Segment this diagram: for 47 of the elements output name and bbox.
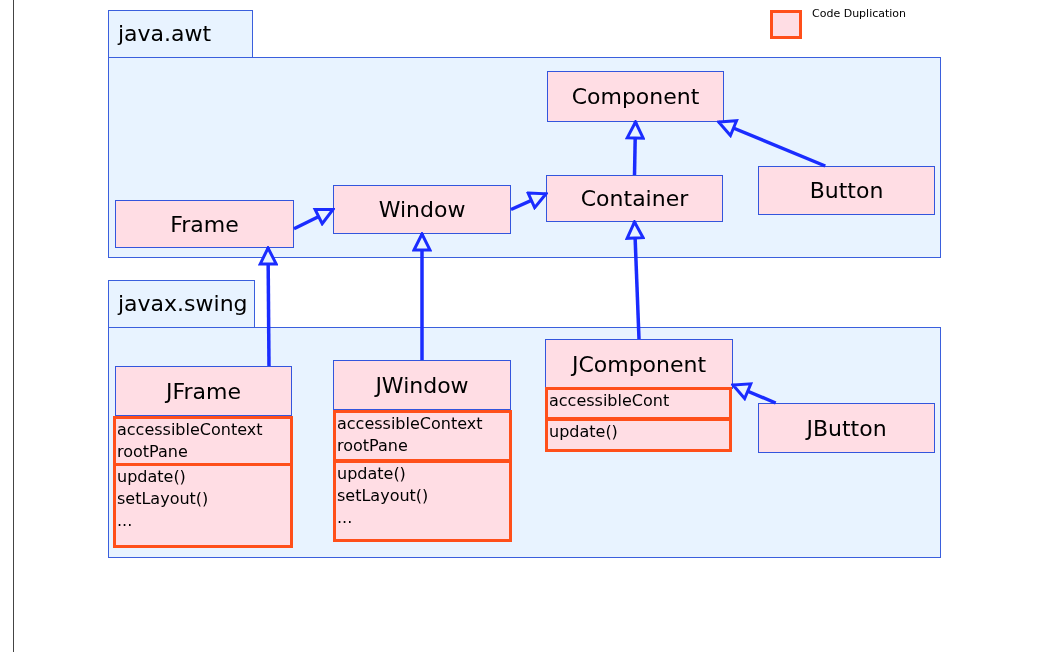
class-name: JFrame — [165, 378, 241, 404]
member-name: ... — [117, 510, 134, 532]
package-name: java.awt — [118, 21, 212, 46]
class-name: Container — [580, 186, 689, 211]
member-name: update() — [549, 421, 619, 443]
class-box — [115, 200, 294, 248]
class-box — [546, 175, 723, 222]
class-box — [115, 366, 292, 416]
member-name: rootPane — [337, 435, 409, 457]
inheritance-arrow — [625, 120, 645, 176]
class-name: JComponent — [571, 351, 707, 377]
class-box — [547, 71, 724, 122]
member-name: update() — [337, 463, 407, 485]
member-name: setLayout() — [337, 485, 430, 507]
duplicated-members-box — [333, 460, 512, 542]
class-box — [333, 185, 511, 234]
class-name: Frame — [170, 211, 239, 237]
class-box — [758, 403, 935, 453]
member-name: accessibleContext — [117, 419, 264, 441]
class-box — [545, 339, 733, 389]
inheritance-arrow — [625, 220, 645, 340]
duplicated-members-box — [333, 410, 512, 462]
inheritance-arrow — [293, 207, 335, 231]
member-name: setLayout() — [117, 488, 210, 510]
package-name: javax.swing — [118, 291, 248, 316]
duplicated-members-box — [545, 387, 732, 420]
inheritance-arrow — [731, 382, 777, 405]
member-name: ... — [337, 507, 354, 529]
class-name: Component — [571, 84, 700, 109]
class-name: JButton — [806, 415, 887, 441]
duplicated-members-box — [113, 416, 293, 466]
duplicated-members-box — [545, 418, 732, 452]
member-name: accessibleContext — [337, 413, 484, 435]
member-name: update() — [117, 466, 187, 488]
inheritance-arrow — [717, 119, 826, 168]
inheritance-arrow — [258, 246, 278, 366]
legend-label: Code Duplication — [812, 7, 907, 20]
member-name: accessibleCont — [549, 390, 671, 412]
class-box — [333, 360, 511, 410]
class-name: JWindow — [375, 372, 469, 398]
class-box — [758, 166, 935, 215]
inheritance-arrow — [510, 191, 548, 212]
duplicated-members-box — [113, 463, 293, 548]
class-name: Button — [809, 178, 884, 203]
class-name: Window — [378, 197, 466, 222]
inheritance-arrow — [412, 232, 432, 360]
member-name: rootPane — [117, 441, 189, 463]
